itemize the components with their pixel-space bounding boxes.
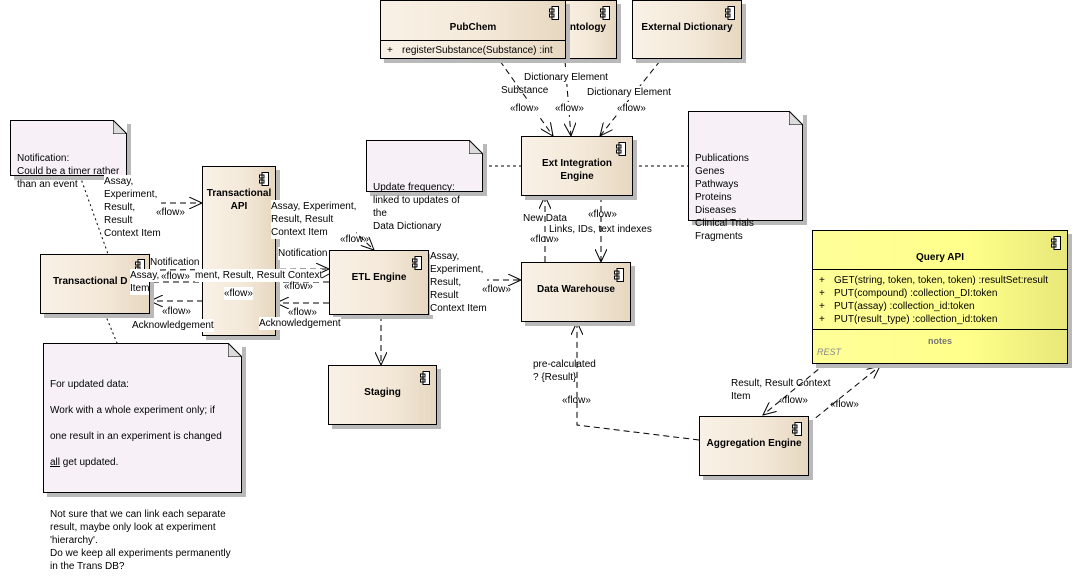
label-flow-ack-transdb: «flow» [162, 306, 191, 317]
component-name: Query API [916, 252, 964, 263]
label-flow-extdict: «flow» [617, 102, 646, 115]
component-icon [1051, 236, 1061, 250]
label-new-data: New Data [523, 213, 567, 224]
label-notification-etl: Notification [278, 247, 328, 260]
label-precalculated: pre-calculated ? {Result} [533, 359, 596, 383]
component-icon [792, 422, 802, 436]
label-ment-result-context: ment, Result, Result Context [195, 269, 323, 282]
note-fold-icon [789, 111, 803, 125]
component-name: Staging [364, 387, 401, 398]
flow-agg-to-query [807, 366, 880, 425]
notes-text: REST [817, 347, 842, 357]
component-name: ETL Engine [351, 272, 407, 283]
label-assay: Assay, [130, 269, 160, 282]
component-icon [614, 268, 624, 282]
label-result-context-item: Result, Result Context Item [731, 378, 831, 402]
label-dictionary-element-2: Dictionary Element [587, 86, 671, 99]
operation-get: +GET(string, token, token, token) :resul… [819, 275, 1048, 286]
label-flow-substance: «flow» [510, 102, 539, 115]
label-ack-api: Acknowledgement [259, 317, 341, 330]
flow-pubchem-to-ext [499, 60, 553, 136]
component-name: Aggregation Engine [706, 438, 802, 449]
label-flow-ontology: «flow» [555, 102, 584, 115]
label-dictionary-element-1: Dictionary Element [524, 71, 608, 84]
label-transdb-api-payload: Assay, Experiment, Result, Result Contex… [104, 175, 161, 240]
component-name: Ext Integration Engine [541, 158, 612, 182]
note-link-updated-data [104, 313, 118, 344]
flow-query-to-agg [763, 362, 827, 415]
label-ack-transdb: Acknowledgement [132, 319, 214, 332]
label-flow-agg-query: «flow» [830, 399, 859, 410]
note-fold-icon [469, 140, 483, 154]
label-flow-transdb-api: «flow» [156, 207, 185, 218]
note-link-notification [79, 175, 109, 255]
note-updated-data: For updated data: Work with a whole expe… [43, 343, 242, 572]
flow-extdict-to-ext [600, 60, 661, 136]
component-transactional-api[interactable]: Transactional API [202, 166, 276, 336]
component-external-dictionary[interactable]: External Dictionary [632, 0, 742, 59]
component-icon [600, 6, 610, 20]
operation-put-compound: +PUT(compound) :collection_DI:token [819, 288, 998, 299]
flow-agg-to-dw [577, 322, 700, 441]
component-name: ntology [569, 22, 606, 33]
note-fold-icon [113, 120, 127, 134]
component-staging[interactable]: Staging [328, 365, 437, 425]
note-notification: Notification: Could be a timer rather th… [10, 120, 127, 190]
component-query-api[interactable]: Query API +GET(string, token, token, tok… [812, 230, 1068, 364]
label-flow-api-etl: «flow» [340, 234, 369, 245]
label-flow-ext-dw: «flow» [588, 209, 617, 220]
component-icon [725, 6, 735, 20]
label-flow-query-agg: «flow» [779, 395, 808, 406]
component-name: Data Warehouse [537, 284, 615, 295]
component-icon [259, 172, 269, 186]
component-name: PubChem [449, 22, 497, 33]
component-icon [616, 142, 626, 156]
notes-header: notes [927, 336, 952, 346]
component-name: Transactional D [53, 276, 128, 287]
operation-put-result-type: +PUT(result_type) :collection_id:token [819, 314, 998, 325]
component-etl-engine[interactable]: ETL Engine [329, 250, 429, 315]
label-flow-etl-transdb: «flow» [284, 281, 313, 292]
label-item: Item [130, 282, 150, 295]
component-icon [549, 6, 559, 20]
label-flow-dw-ext: «flow» [530, 234, 559, 245]
operation-register-substance: +registerSubstance(Substance) :int [387, 45, 553, 56]
component-aggregation-engine[interactable]: Aggregation Engine [699, 416, 809, 476]
label-flow-api-center: «flow» [224, 287, 253, 300]
label-etl-dw-payload: Assay, Experiment, Result, Result Contex… [430, 250, 487, 315]
note-update-frequency: Update frequency: linked to updates of t… [366, 140, 483, 232]
component-name: External Dictionary [641, 22, 733, 33]
label-substance: Substance [501, 85, 549, 96]
label-links-ids: Links, IDs, text indexes [549, 224, 652, 235]
label-flow-transdb-etl: «flow» [161, 271, 190, 282]
component-data-warehouse[interactable]: Data Warehouse [521, 262, 631, 322]
note-fold-icon [228, 343, 242, 357]
label-flow-ack-api: «flow» [288, 307, 317, 318]
label-flow-etl-dw: «flow» [482, 284, 511, 295]
note-data-types: Publications Genes Pathways Proteins Dis… [688, 111, 803, 242]
component-icon [412, 256, 422, 270]
component-pubchem[interactable]: PubChem +registerSubstance(Substance) :i… [380, 0, 566, 59]
component-name: Transactional API [206, 188, 272, 212]
component-ext-integration-engine[interactable]: Ext Integration Engine [521, 136, 633, 196]
component-icon [420, 371, 430, 385]
label-api-etl-payload: Assay, Experiment, Result, Result Contex… [271, 200, 357, 239]
label-notification-transdb: Notification [150, 256, 200, 269]
flow-api-to-etl [344, 221, 374, 250]
operation-put-assay: +PUT(assay) :collection_id:token [819, 301, 975, 312]
label-flow-agg-dw: «flow» [562, 395, 591, 406]
